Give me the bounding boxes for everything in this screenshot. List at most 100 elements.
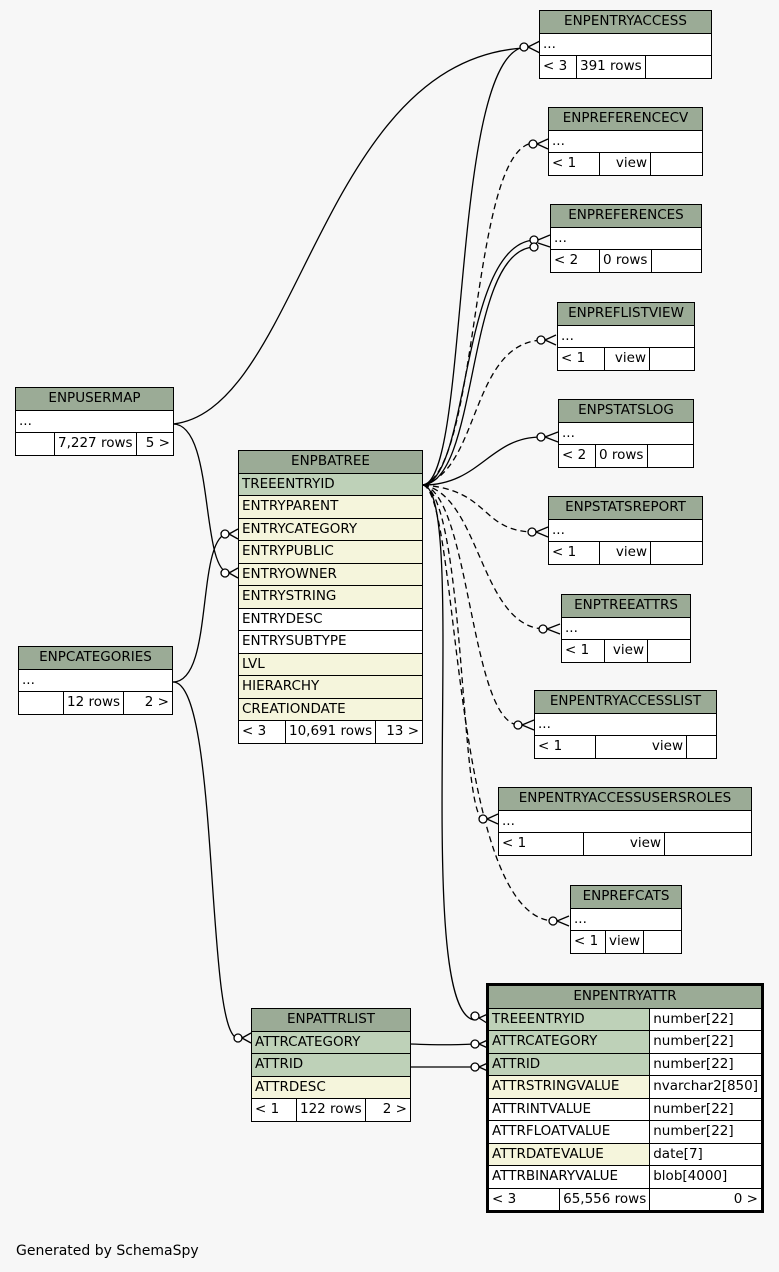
table-name[interactable]: ENPENTRYATTR xyxy=(488,985,762,1009)
row-count: view xyxy=(604,930,645,954)
column-attrid[interactable]: ATTRID xyxy=(487,1052,651,1076)
table-enprefcats[interactable]: ENPREFCATS ... < 1 view xyxy=(570,885,682,954)
parents-count: < 3 xyxy=(487,1187,561,1211)
row-count: view xyxy=(599,541,651,565)
column-entrysubtype[interactable]: ENTRYSUBTYPE xyxy=(238,630,423,654)
column-ellipsis: ... xyxy=(18,668,173,692)
column-entrycategory[interactable]: ENTRYCATEGORY xyxy=(238,517,423,541)
parents-count xyxy=(15,432,55,456)
column-attrdatevalue[interactable]: ATTRDATEVALUE xyxy=(487,1142,651,1166)
table-enpreferencecv[interactable]: ENPREFERENCECV ... < 1 view xyxy=(548,107,703,176)
table-enpentryaccessusersroles[interactable]: ENPENTRYACCESSUSERSROLES ... < 1 view xyxy=(498,787,752,856)
column-type: number[22] xyxy=(649,1030,762,1054)
table-name[interactable]: ENPUSERMAP xyxy=(15,387,174,411)
column-lvl[interactable]: LVL xyxy=(238,652,423,676)
column-type: number[22] xyxy=(649,1052,762,1076)
column-entrypublic[interactable]: ENTRYPUBLIC xyxy=(238,540,423,564)
row-count: view xyxy=(583,832,665,856)
children-count xyxy=(686,735,717,759)
children-count: 5 > xyxy=(135,432,175,456)
table-enpbatree[interactable]: ENPBATREE TREEENTRYID ENTRYPARENT ENTRYC… xyxy=(238,450,423,744)
table-name[interactable]: ENPENTRYACCESSLIST xyxy=(534,690,717,714)
column-entryowner[interactable]: ENTRYOWNER xyxy=(238,562,423,586)
row-count: view xyxy=(595,735,687,759)
table-enpreflistview[interactable]: ENPREFLISTVIEW ... < 1 view xyxy=(557,302,695,371)
parents-count: < 2 xyxy=(550,249,600,273)
children-count xyxy=(650,541,703,565)
column-attrbinaryvalue[interactable]: ATTRBINARYVALUE xyxy=(487,1165,651,1189)
column-type: date[7] xyxy=(649,1142,762,1166)
column-creationdate[interactable]: CREATIONDATE xyxy=(238,697,423,721)
parents-count xyxy=(18,691,64,715)
column-attrcategory[interactable]: ATTRCATEGORY xyxy=(251,1030,411,1054)
table-enpattrlist[interactable]: ENPATTRLIST ATTRCATEGORY ATTRID ATTRDESC… xyxy=(251,1008,411,1122)
children-count: 0 > xyxy=(649,1187,762,1211)
table-enpcategories[interactable]: ENPCATEGORIES ... 12 rows 2 > xyxy=(18,646,173,715)
parents-count: < 1 xyxy=(498,832,584,856)
column-ellipsis: ... xyxy=(498,809,752,833)
children-count xyxy=(644,55,713,79)
column-treeentryid[interactable]: TREEENTRYID xyxy=(487,1007,651,1031)
table-name[interactable]: ENPATTRLIST xyxy=(251,1008,411,1032)
row-count: view xyxy=(599,152,651,176)
table-enpreferences[interactable]: ENPREFERENCES ... < 2 0 rows xyxy=(550,204,702,273)
column-type: blob[4000] xyxy=(649,1165,762,1189)
table-name[interactable]: ENPSTATSREPORT xyxy=(548,496,703,520)
column-attrintvalue[interactable]: ATTRINTVALUE xyxy=(487,1097,651,1121)
table-name[interactable]: ENPREFERENCES xyxy=(550,204,702,228)
row-count: 122 rows xyxy=(296,1098,366,1122)
column-entrydesc[interactable]: ENTRYDESC xyxy=(238,607,423,631)
column-entrystring[interactable]: ENTRYSTRING xyxy=(238,585,423,609)
table-enpentryaccess[interactable]: ENPENTRYACCESS ... < 3 391 rows xyxy=(539,10,713,79)
column-attrfloatvalue[interactable]: ATTRFLOATVALUE xyxy=(487,1120,651,1144)
column-ellipsis: ... xyxy=(534,712,717,736)
table-enpentryaccesslist[interactable]: ENPENTRYACCESSLIST ... < 1 view xyxy=(534,690,717,759)
parents-count: < 1 xyxy=(557,347,605,371)
parents-count: < 2 xyxy=(558,444,596,468)
table-name[interactable]: ENPENTRYACCESSUSERSROLES xyxy=(498,787,752,811)
generated-by-footer: Generated by SchemaSpy xyxy=(16,1243,199,1259)
column-ellipsis: ... xyxy=(561,616,691,640)
parents-count: < 3 xyxy=(238,720,286,744)
children-count xyxy=(649,347,695,371)
column-type: number[22] xyxy=(649,1097,762,1121)
column-ellipsis: ... xyxy=(550,226,702,250)
table-name[interactable]: ENPCATEGORIES xyxy=(18,646,173,670)
children-count xyxy=(664,832,752,856)
column-ellipsis: ... xyxy=(548,518,703,542)
column-hierarchy[interactable]: HIERARCHY xyxy=(238,675,423,699)
children-count: 2 > xyxy=(123,691,173,715)
row-count: view xyxy=(604,639,648,663)
column-attrcategory[interactable]: ATTRCATEGORY xyxy=(487,1030,651,1054)
row-count: 0 rows xyxy=(599,249,652,273)
table-enpstatslog[interactable]: ENPSTATSLOG ... < 2 0 rows xyxy=(558,399,694,468)
parents-count: < 1 xyxy=(561,639,605,663)
table-enpusermap[interactable]: ENPUSERMAP ... 7,227 rows 5 > xyxy=(15,387,175,456)
table-name[interactable]: ENPTREEATTRS xyxy=(561,594,691,618)
column-entryparent[interactable]: ENTRYPARENT xyxy=(238,495,423,519)
column-ellipsis: ... xyxy=(539,32,712,56)
table-name[interactable]: ENPBATREE xyxy=(238,450,423,474)
table-name[interactable]: ENPREFERENCECV xyxy=(548,107,703,131)
column-attrid[interactable]: ATTRID xyxy=(251,1053,411,1077)
table-enptreeattrs[interactable]: ENPTREEATTRS ... < 1 view xyxy=(561,594,691,663)
column-attrdesc[interactable]: ATTRDESC xyxy=(251,1075,411,1099)
table-name[interactable]: ENPENTRYACCESS xyxy=(539,10,712,34)
column-ellipsis: ... xyxy=(570,907,682,931)
column-ellipsis: ... xyxy=(558,421,694,445)
table-enpstatsreport[interactable]: ENPSTATSREPORT ... < 1 view xyxy=(548,496,703,565)
table-name[interactable]: ENPREFCATS xyxy=(570,885,682,909)
children-count: 2 > xyxy=(365,1098,411,1122)
column-ellipsis: ... xyxy=(548,129,703,153)
column-type: number[22] xyxy=(649,1120,762,1144)
column-attrstringvalue[interactable]: ATTRSTRINGVALUE xyxy=(487,1075,651,1099)
parents-count: < 1 xyxy=(548,152,600,176)
table-name[interactable]: ENPSTATSLOG xyxy=(558,399,694,423)
children-count xyxy=(647,639,691,663)
table-name[interactable]: ENPREFLISTVIEW xyxy=(557,302,695,326)
children-count xyxy=(650,152,703,176)
column-treeentryid[interactable]: TREEENTRYID xyxy=(238,472,423,496)
parents-count: < 1 xyxy=(251,1098,297,1122)
